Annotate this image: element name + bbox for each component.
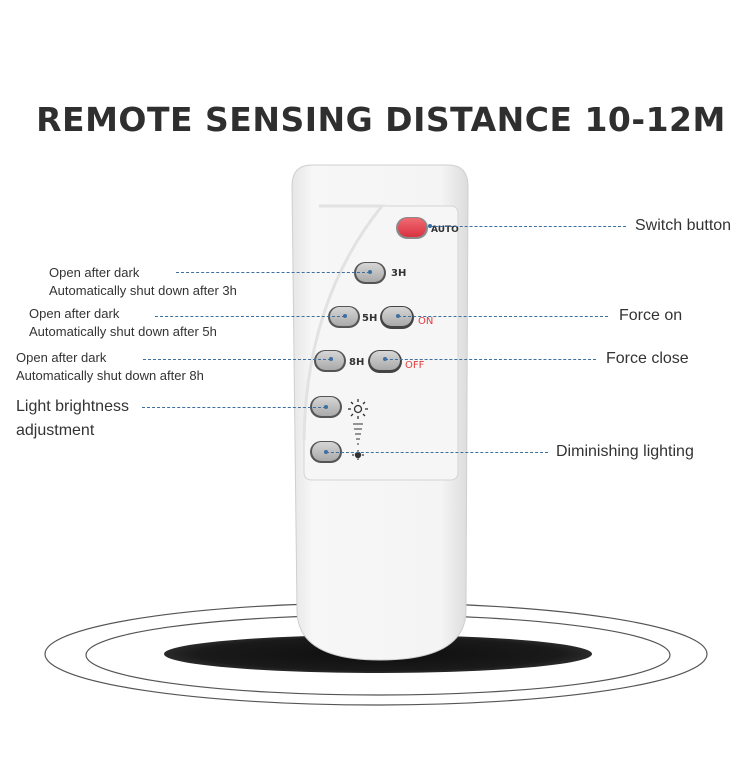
3h-label: 3H (391, 268, 407, 279)
auto-label: AUTO (431, 225, 459, 235)
switch-leader (430, 226, 626, 227)
brightness-leader-dot (324, 405, 328, 409)
5h-label: 5H (362, 313, 378, 324)
5h-leader-dot (343, 314, 347, 318)
sun-bright-icon (348, 399, 368, 419)
switch-button-label: Switch button (635, 217, 732, 234)
off-label: OFF (405, 360, 425, 371)
5h-desc-line1: Open after dark (29, 306, 120, 321)
diminishing-leader-dot (324, 450, 328, 454)
off-key (368, 350, 402, 373)
3h-leader (176, 272, 370, 273)
switch-leader-dot (428, 224, 432, 228)
page-title: REMOTE SENSING DISTANCE 10-12M (36, 100, 726, 139)
on-label: ON (418, 316, 434, 327)
8h-desc-line1: Open after dark (16, 350, 107, 365)
auto-key (396, 217, 428, 239)
5h-leader (155, 316, 345, 317)
force-on-leader-dot (396, 314, 400, 318)
force-close-leader (385, 359, 596, 360)
8h-label: 8H (349, 357, 365, 368)
3h-desc-line2: Automatically shut down after 3h (49, 283, 237, 298)
force-close-label: Force close (606, 350, 689, 367)
force-on-label: Force on (619, 307, 683, 324)
8h-key (314, 350, 346, 372)
8h-leader (143, 359, 331, 360)
3h-leader-dot (368, 270, 372, 274)
5h-desc-line2: Automatically shut down after 5h (29, 324, 217, 339)
diminishing-lighting-label: Diminishing lighting (556, 443, 694, 460)
dimming-scale-icon (353, 423, 363, 445)
brightness-desc-line1: Light brightness (16, 398, 129, 415)
8h-desc-line2: Automatically shut down after 8h (16, 368, 204, 383)
brightness-desc-line2: adjustment (16, 422, 95, 439)
force-on-leader (398, 316, 608, 317)
brightness-leader (142, 407, 326, 408)
8h-leader-dot (329, 357, 333, 361)
3h-desc-line1: Open after dark (49, 265, 140, 280)
diminishing-leader (326, 452, 548, 453)
force-close-leader-dot (383, 357, 387, 361)
